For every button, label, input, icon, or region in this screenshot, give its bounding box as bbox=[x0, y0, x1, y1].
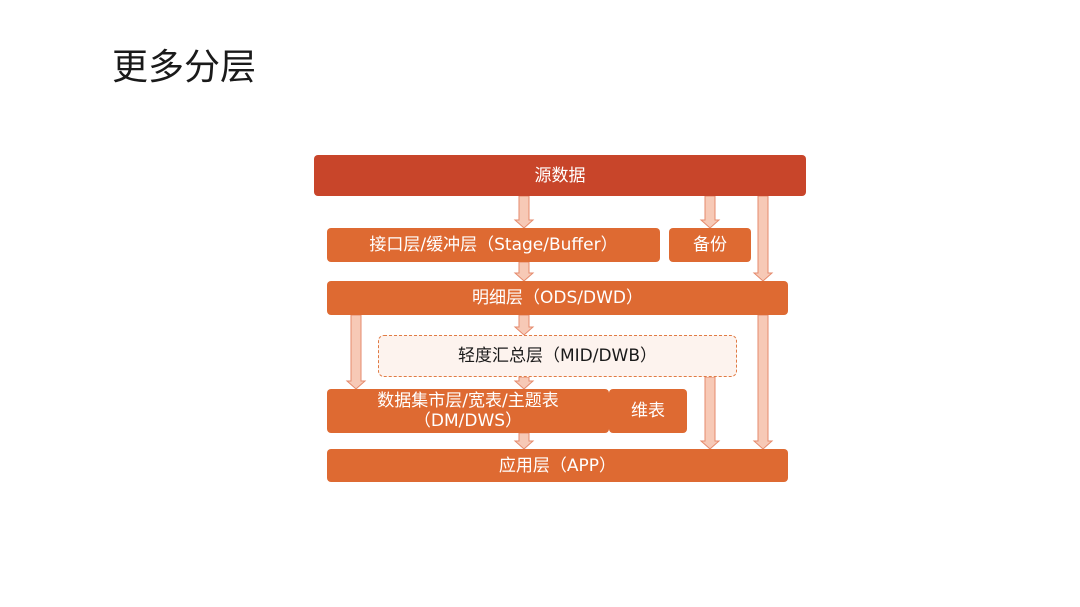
arrow-source-to-app bbox=[752, 195, 774, 282]
backup-box: 备份 bbox=[669, 228, 751, 262]
source-data-box: 源数据 bbox=[314, 155, 806, 196]
arrow-stage-to-ods bbox=[513, 261, 535, 282]
app-layer-label: 应用层（APP） bbox=[498, 455, 617, 476]
ods-layer-box: 明细层（ODS/DWD） bbox=[327, 281, 788, 315]
datamart-layer-label-line2: （DM/DWS） bbox=[413, 411, 523, 431]
mid-layer-label: 轻度汇总层（MID/DWB） bbox=[457, 346, 658, 366]
arrow-source-to-stage bbox=[513, 195, 535, 229]
source-data-label: 源数据 bbox=[534, 165, 586, 186]
slide-title: 更多分层 bbox=[112, 47, 257, 88]
arrow-datamart-to-app bbox=[513, 432, 535, 450]
datamart-layer-box: 数据集市层/宽表/主题表 （DM/DWS） bbox=[327, 389, 609, 433]
arrow-ods-to-datamart bbox=[345, 314, 367, 390]
arrow-ods-to-mid bbox=[513, 314, 535, 336]
arrow-mid-to-app bbox=[699, 376, 721, 450]
backup-label: 备份 bbox=[693, 235, 727, 255]
arrow-source-to-backup bbox=[699, 195, 721, 229]
dimension-table-box: 维表 bbox=[609, 389, 687, 433]
stage-layer-label: 接口层/缓冲层（Stage/Buffer） bbox=[369, 235, 618, 255]
dimension-table-label: 维表 bbox=[631, 401, 665, 421]
app-layer-box: 应用层（APP） bbox=[327, 449, 788, 482]
arrow-ods-to-app bbox=[752, 314, 774, 450]
mid-layer-box: 轻度汇总层（MID/DWB） bbox=[378, 335, 737, 377]
arrow-mid-to-datamart bbox=[513, 376, 535, 390]
stage-layer-box: 接口层/缓冲层（Stage/Buffer） bbox=[327, 228, 660, 262]
ods-layer-label: 明细层（ODS/DWD） bbox=[472, 288, 643, 308]
datamart-layer-label-line1: 数据集市层/宽表/主题表 bbox=[377, 391, 559, 411]
